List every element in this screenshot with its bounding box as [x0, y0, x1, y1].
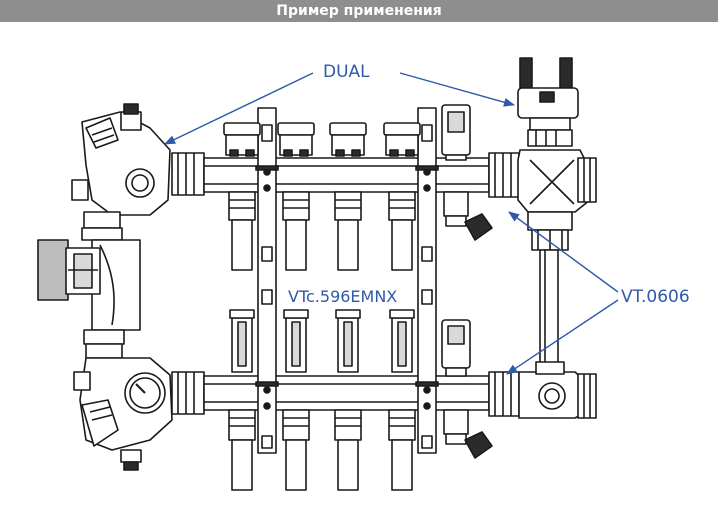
bracket-left [255, 107, 279, 454]
return-manifold [203, 375, 490, 411]
top-valve-caps [223, 122, 421, 157]
drain-valves [443, 191, 493, 459]
arrow-vt-bottom [506, 299, 619, 375]
flow-meters [229, 309, 415, 373]
vt0606-label: VT.0606 [621, 287, 690, 307]
air-vents [441, 104, 471, 377]
bottom-outlets [228, 409, 416, 491]
arrow-dual-right [399, 72, 516, 107]
section-header: Пример применения [0, 0, 718, 22]
arrow-vt-top [508, 211, 619, 293]
arrow-dual-left [163, 72, 314, 145]
dual-label: DUAL [323, 62, 370, 82]
section-title: Пример применения [276, 3, 442, 19]
dual-valve-group [37, 103, 205, 471]
manifold-diagram [37, 57, 619, 491]
callout-arrows [163, 72, 619, 375]
right-valve-group [488, 57, 597, 419]
manifold-model-label: VTc.596EMNX [288, 287, 398, 306]
top-outlets [228, 191, 416, 271]
bracket-right [415, 107, 439, 454]
supply-manifold [203, 157, 490, 193]
